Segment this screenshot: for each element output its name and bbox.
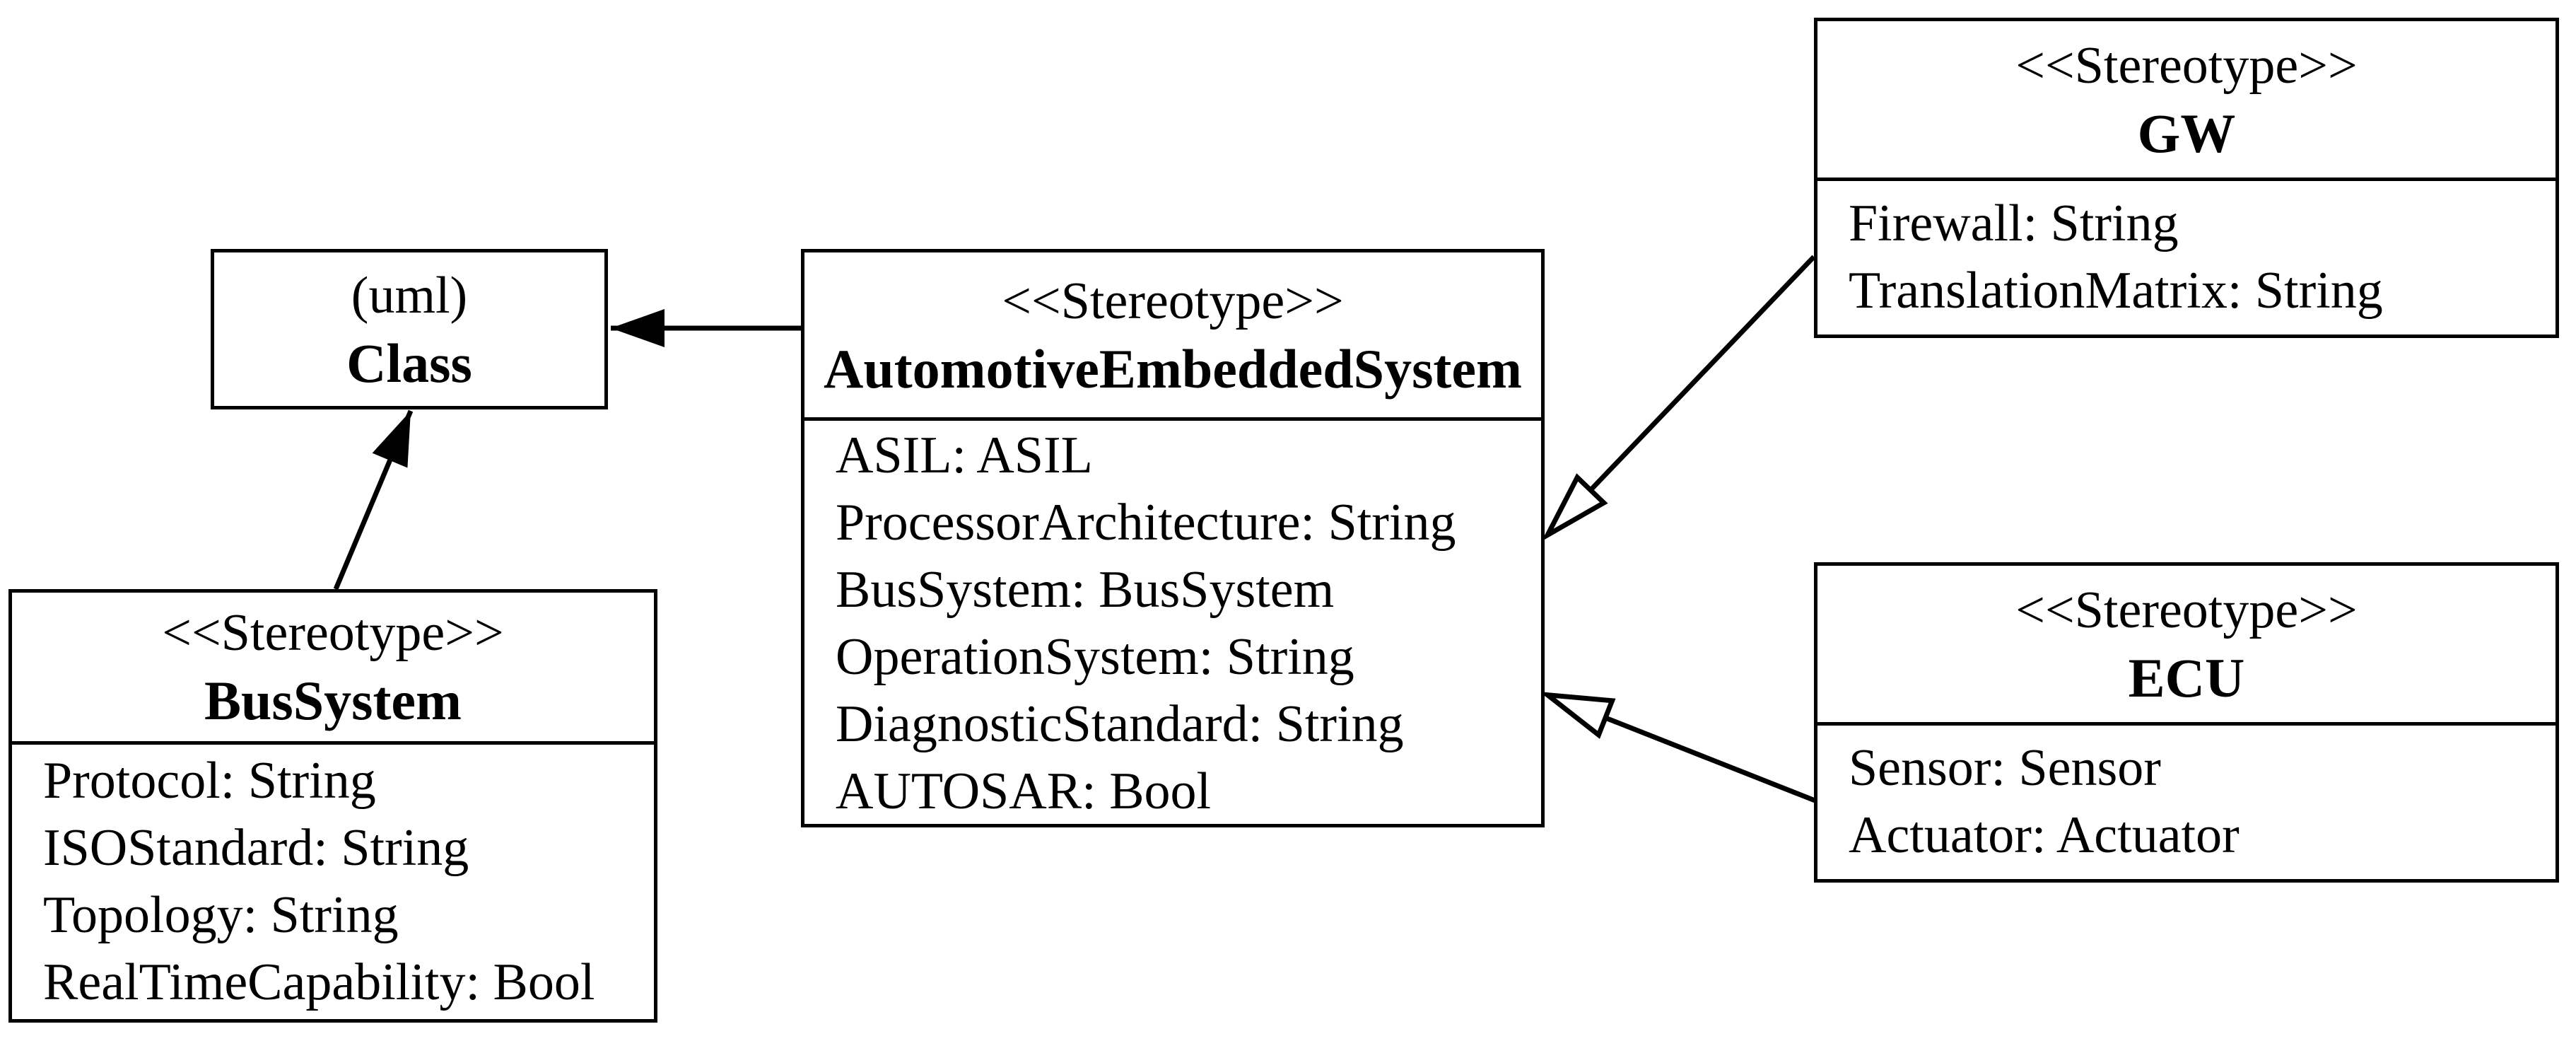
edge-gw-to-automotiveembeddedsystem — [1541, 255, 1816, 542]
node-name: GW — [2137, 102, 2236, 164]
stereotype-automotiveembeddedsystem-node: <<Stereotype>> AutomotiveEmbeddedSystem … — [801, 249, 1545, 827]
attribute-row: ProcessorArchitecture: String — [836, 494, 1456, 552]
attribute-row: ASIL: ASIL — [836, 426, 1093, 484]
attribute-compartment: Firewall: String TranslationMatrix: Stri… — [1817, 181, 2555, 325]
attribute-compartment: Protocol: String ISOStandard: String Top… — [12, 745, 654, 1016]
attribute-row: ISOStandard: String — [43, 819, 469, 877]
uml-class-node: (uml) Class — [211, 249, 608, 409]
attribute-row: BusSystem: BusSystem — [836, 561, 1335, 619]
attribute-row: Protocol: String — [43, 752, 376, 810]
attribute-compartment: Sensor: Sensor Actuator: Actuator — [1817, 726, 2555, 869]
stereotype-keyword: <<Stereotype>> — [2015, 36, 2358, 95]
uml-class-header: (uml) Class — [214, 252, 604, 406]
node-name: Class — [346, 332, 472, 394]
stereotype-ecu-node: <<Stereotype>> ECU Sensor: Sensor Actuat… — [1814, 562, 2559, 883]
stereotype-keyword: <<Stereotype>> — [1002, 272, 1344, 330]
attribute-row: DiagnosticStandard: String — [836, 695, 1404, 753]
attribute-row: Sensor: Sensor — [1849, 739, 2161, 797]
attribute-row: TranslationMatrix: String — [1849, 262, 2383, 320]
stereotype-gw-node: <<Stereotype>> GW Firewall: String Trans… — [1814, 18, 2559, 338]
attribute-compartment: ASIL: ASIL ProcessorArchitecture: String… — [804, 421, 1541, 825]
stereotype-header: <<Stereotype>> ECU — [1817, 566, 2555, 726]
stereotype-bussystem-node: <<Stereotype>> BusSystem Protocol: Strin… — [8, 589, 657, 1023]
edge-ecu-to-automotiveembeddedsystem — [1539, 692, 1818, 804]
attribute-row: OperationSystem: String — [836, 628, 1354, 686]
attribute-row: Actuator: Actuator — [1849, 806, 2240, 864]
attribute-row: RealTimeCapability: Bool — [43, 953, 595, 1011]
stereotype-keyword: <<Stereotype>> — [2015, 581, 2358, 639]
attribute-row: Topology: String — [43, 886, 399, 944]
node-name: BusSystem — [204, 670, 462, 731]
node-name: AutomotiveEmbeddedSystem — [824, 337, 1522, 400]
attribute-row: AUTOSAR: Bool — [836, 762, 1212, 820]
stereotype-keyword: <<Stereotype>> — [162, 604, 504, 662]
edge-bussystem-to-class — [333, 409, 414, 591]
node-name: ECU — [2128, 646, 2245, 709]
attribute-row: Firewall: String — [1849, 194, 2179, 252]
stereotype-header: <<Stereotype>> BusSystem — [12, 593, 654, 745]
metaclass-keyword: (uml) — [351, 266, 468, 325]
stereotype-header: <<Stereotype>> GW — [1817, 21, 2555, 181]
stereotype-header: <<Stereotype>> AutomotiveEmbeddedSystem — [804, 252, 1541, 421]
